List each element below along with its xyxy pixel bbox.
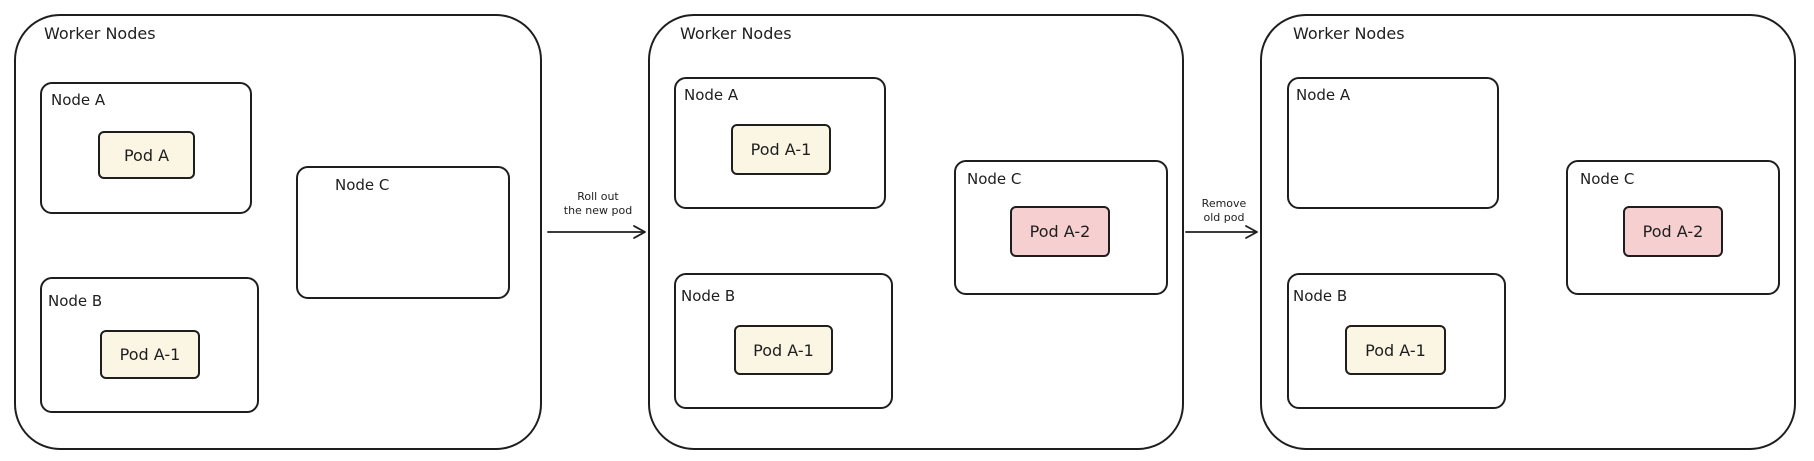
remove-label-line-2: old pod [1203, 211, 1245, 224]
panel-2-pod-a-1-node-b: Pod A-1 [734, 325, 833, 375]
panel-3-pod-a-1: Pod A-1 [1345, 325, 1446, 375]
roll-out-arrowhead [633, 225, 646, 239]
remove-label: Remove old pod [1184, 197, 1264, 225]
panel-1-node-a [40, 82, 252, 214]
panel-1-pod-a: Pod A [98, 131, 195, 179]
panel-2-node-c-label: Node C [967, 170, 1022, 188]
panel-2-title: Worker Nodes [680, 24, 792, 43]
panel-3-node-b-label: Node B [1293, 287, 1348, 305]
panel-1-node-c [296, 166, 510, 299]
panel-3-title: Worker Nodes [1293, 24, 1405, 43]
panel-1-pod-a-1: Pod A-1 [100, 330, 200, 379]
panel-1-title: Worker Nodes [44, 24, 156, 43]
panel-3-node-a-label: Node A [1296, 86, 1351, 104]
panel-2-pod-a-1: Pod A-1 [731, 124, 831, 175]
roll-out-label-line-1: Roll out [577, 190, 619, 203]
panel-1-node-c-label: Node C [335, 176, 390, 194]
panel-3-pod-a-2: Pod A-2 [1623, 206, 1723, 257]
roll-out-label-line-2: the new pod [563, 204, 633, 217]
panel-2-pod-a-2: Pod A-2 [1010, 206, 1110, 257]
remove-arrowhead [1245, 225, 1258, 239]
panel-1-node-b-label: Node B [48, 292, 103, 310]
panel-2-node-b-label: Node B [681, 287, 736, 305]
panel-2-node-a-label: Node A [684, 86, 739, 104]
remove-label-line-1: Remove [1201, 197, 1247, 210]
roll-out-label: Roll out the new pod [558, 190, 638, 218]
panel-1-node-a-label: Node A [51, 91, 106, 109]
panel-3-node-c-label: Node C [1580, 170, 1635, 188]
panel-3-node-a [1287, 77, 1499, 209]
